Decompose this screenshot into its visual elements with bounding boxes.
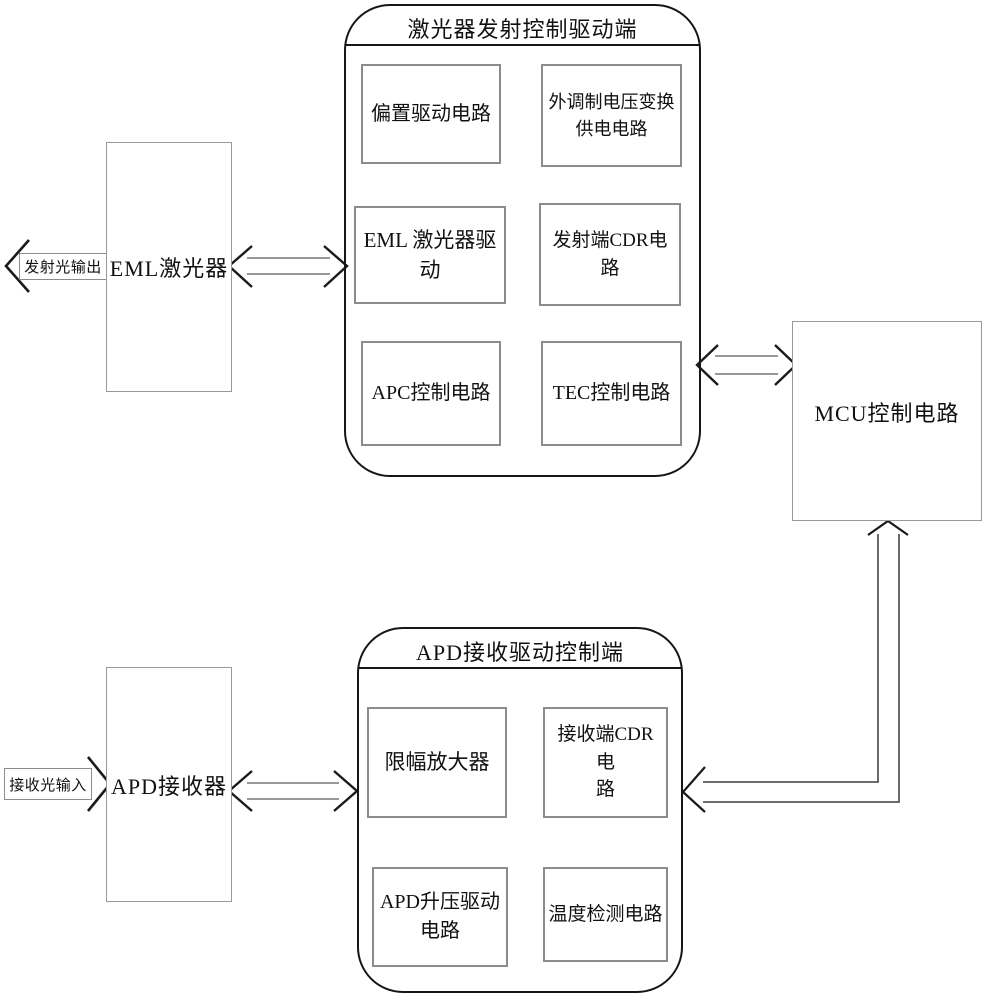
apd-rxmodule-double-arrow xyxy=(227,770,359,812)
tx-output-text: 发射光输出 xyxy=(24,260,102,276)
bias-drive-circuit-label: 偏置驱动电路 xyxy=(371,102,491,125)
bias-drive-circuit-box: 偏置驱动电路 xyxy=(361,64,501,164)
apd-receiver-label: APD接收器 xyxy=(110,773,227,799)
tx-output-arrow xyxy=(4,239,30,293)
tec-control-circuit-box: TEC控制电路 xyxy=(541,341,682,446)
rx-module-title: APD接收驱动控制端 xyxy=(415,640,624,665)
rx-module-title-divider xyxy=(359,667,681,669)
rx-module-container: APD接收驱动控制端 限幅放大器 接收端CDR电 路 APD升压驱动 电路 温度… xyxy=(357,627,683,993)
limiting-amplifier-label: 限幅放大器 xyxy=(384,750,490,775)
rxmodule-mcu-l-arrow xyxy=(681,519,909,813)
temperature-detect-circuit-label: 温度检测电路 xyxy=(548,903,663,925)
eml-laser-driver-label: EML 激光器驱 动 xyxy=(363,227,497,282)
txmodule-mcu-double-arrow xyxy=(695,344,798,386)
rx-cdr-circuit-box: 接收端CDR电 路 xyxy=(543,707,668,818)
eml-txmodule-double-arrow xyxy=(227,245,349,288)
rx-cdr-circuit-label: 接收端CDR电 路 xyxy=(557,724,654,801)
ext-modulation-supply-circuit-label: 外调制电压变换 供电电路 xyxy=(548,92,675,139)
eml-laser-box: EML激光器 xyxy=(106,142,232,392)
mcu-box: MCU控制电路 xyxy=(792,321,982,521)
apc-control-circuit-box: APC控制电路 xyxy=(361,341,501,446)
tec-control-circuit-label: TEC控制电路 xyxy=(552,382,671,404)
tx-module-title-divider xyxy=(346,44,699,46)
tx-output-port-label: 发射光输出 xyxy=(19,253,107,280)
rx-input-port-label: 接收光输入 xyxy=(4,768,92,800)
tx-module-title: 激光器发射控制驱动端 xyxy=(407,17,638,42)
limiting-amplifier-box: 限幅放大器 xyxy=(367,707,507,818)
temperature-detect-circuit-box: 温度检测电路 xyxy=(543,867,668,962)
apd-boost-drive-circuit-label: APD升压驱动 电路 xyxy=(379,891,500,942)
apd-receiver-box: APD接收器 xyxy=(106,667,232,902)
apd-boost-drive-circuit-box: APD升压驱动 电路 xyxy=(372,867,508,967)
tx-cdr-circuit-label: 发射端CDR电路 xyxy=(552,229,668,279)
eml-laser-label: EML激光器 xyxy=(109,256,229,281)
tx-module-container: 激光器发射控制驱动端 偏置驱动电路 外调制电压变换 供电电路 EML 激光器驱 … xyxy=(344,4,701,477)
rx-input-text: 接收光输入 xyxy=(9,777,87,794)
apc-control-circuit-label: APC控制电路 xyxy=(371,382,491,404)
eml-laser-driver-box: EML 激光器驱 动 xyxy=(354,206,506,304)
ext-modulation-supply-circuit-box: 外调制电压变换 供电电路 xyxy=(541,64,682,167)
tx-cdr-circuit-box: 发射端CDR电路 xyxy=(539,203,681,306)
mcu-label: MCU控制电路 xyxy=(814,401,960,426)
